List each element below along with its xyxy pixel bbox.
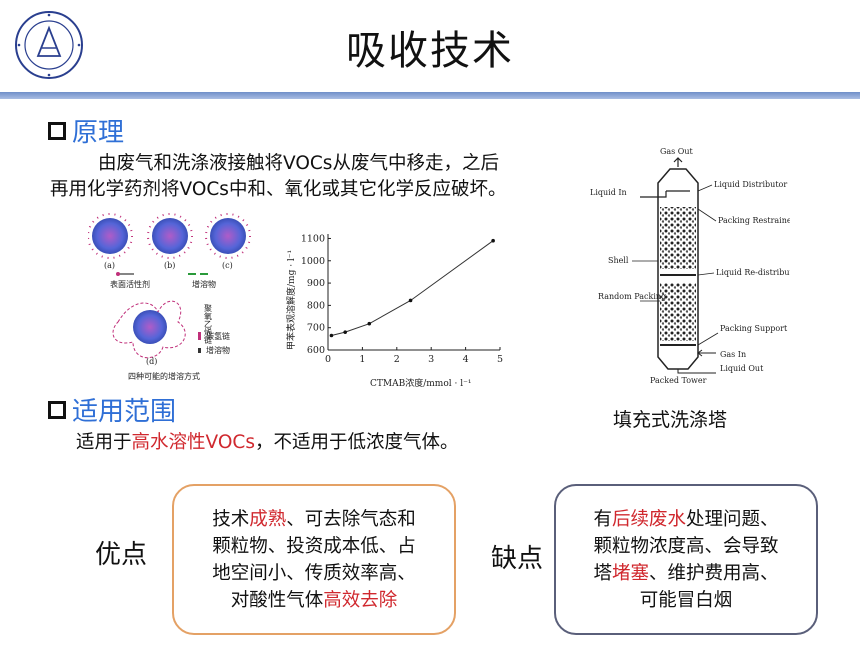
data-point [367, 321, 372, 326]
y-tick-label: 700 [307, 323, 325, 334]
pros-line-2: 颗粒物、投资成本低、占 [212, 535, 416, 557]
hydrocarbon-label: 碳氢链 [206, 331, 230, 341]
data-point [329, 333, 334, 338]
shell-label: Shell [608, 256, 629, 265]
label-c: (c) [222, 261, 233, 270]
cons-line-2: 颗粒物浓度高、会导致 [593, 535, 779, 557]
pros-line-4: 对酸性气体高效去除 [230, 589, 398, 611]
pros-label: 优点 [95, 540, 148, 570]
solubility-line-chart: 0 1 2 3 4 5 600 700 800 900 1000 1100 CTMAB浓度/mmol … [285, 233, 503, 389]
y-tick-label: 600 [307, 345, 325, 356]
pros-line-1: 技术成熟、可去除气态和 [212, 508, 416, 530]
micelle-d [112, 300, 186, 359]
surfactant-label: 表面活性剂 [110, 279, 150, 289]
solubilizate-label: 增溶物 [192, 279, 216, 289]
y-tick-label: 1100 [301, 233, 325, 244]
data-point [343, 330, 347, 334]
cons-card: 有后续废水处理问题、 颗粒物浓度高、会导致 塔堵塞、维护费用高、 可能冒白烟 [554, 484, 818, 635]
solubilizate2-label: 增溶物 [206, 345, 230, 355]
scope-highlight: 高水溶性VOCs [131, 432, 255, 453]
section-principle-heading: 原理 [48, 112, 124, 149]
label-d: (d) [146, 357, 157, 366]
page-title: 吸收技术 [346, 28, 514, 74]
upper-packing [660, 207, 696, 269]
label-b: (b) [164, 261, 175, 270]
section-scope-heading: 适用范围 [48, 391, 176, 428]
x-tick-label: 0 [325, 354, 331, 365]
micelle-c [205, 213, 251, 259]
chain-label: 聚氧乙烯链 [204, 304, 213, 345]
liquid-redistributor-label: Liquid Re-distributor [716, 268, 790, 277]
title-divider-bar [0, 92, 860, 99]
y-tick-label: 800 [307, 300, 325, 311]
packed-tower-label: Packed Tower [650, 376, 707, 385]
packed-tower-diagram: Gas Out Liquid In Liquid Distributor Pac… [590, 147, 790, 385]
principle-heading-text: 原理 [72, 118, 125, 148]
principle-line-2: 再用化学药剂将VOCs中和、氧化或其它化学反应破坏。 [50, 179, 507, 200]
principle-line-1: 由废气和洗涤液接触将VOCs从废气中移走，之后 [98, 153, 499, 174]
lower-packing [660, 283, 696, 341]
series-points [329, 238, 495, 338]
gas-in-label: Gas In [720, 350, 746, 359]
scope-text: 适用于高水溶性VOCs，不适用于低浓度气体。 [76, 428, 458, 454]
square-bullet-icon [48, 121, 66, 140]
principle-text: 由废气和洗涤液接触将VOCs从废气中移走，之后 再用化学药剂将VOCs中和、氧化… [50, 151, 570, 203]
series-line [331, 240, 494, 336]
cons-line-1: 有后续废水处理问题、 [593, 508, 779, 530]
gas-out-arrow-icon [673, 157, 683, 167]
packing-restrainer-label: Packing Restrainer [718, 216, 790, 225]
tower-caption: 填充式洗涤塔 [612, 409, 727, 431]
scope-prefix: 适用于 [76, 432, 132, 453]
cons-line-4: 可能冒白烟 [639, 589, 733, 611]
x-tick-label: 5 [497, 354, 503, 365]
micelle-caption: 四种可能的增溶方式 [128, 371, 200, 381]
data-point [491, 238, 495, 243]
y-tick-label: 900 [307, 278, 325, 289]
liquid-in-label: Liquid In [590, 188, 627, 197]
tower-shell [657, 168, 699, 370]
liquid-out-label: Liquid Out [720, 364, 764, 373]
x-tick-label: 1 [359, 354, 365, 365]
label-a: (a) [104, 261, 115, 270]
x-axis-label: CTMAB浓度/mmol · l⁻¹ [370, 377, 471, 389]
micelle-b [147, 213, 193, 259]
packing-support-label: Packing Support [720, 324, 788, 333]
y-tick-label: 1000 [301, 256, 325, 267]
pros-card: 技术成熟、可去除气态和 颗粒物、投资成本低、占 地空间小、传质效率高、 对酸性气… [172, 484, 456, 635]
y-axis-label: 甲苯表观溶解度/mg · l⁻¹ [285, 250, 297, 350]
liquid-distributor-label: Liquid Distributor [714, 180, 787, 189]
data-point [408, 298, 413, 303]
cons-line-3: 塔堵塞、维护费用高、 [593, 562, 779, 584]
chart-ticks: 0 1 2 3 4 5 600 700 800 900 1000 1100 [301, 233, 503, 365]
chart-axes [327, 234, 500, 351]
random-packing-label: Random Packing [598, 292, 666, 301]
university-logo [15, 11, 83, 79]
pros-line-3: 地空间小、传质效率高、 [212, 562, 416, 584]
x-tick-label: 3 [428, 354, 434, 365]
micelle-a [88, 213, 133, 259]
scope-heading-text: 适用范围 [72, 397, 177, 427]
x-tick-label: 4 [463, 354, 469, 365]
x-tick-label: 2 [394, 354, 400, 365]
square-bullet-icon [48, 400, 66, 419]
gas-out-label: Gas Out [660, 147, 694, 156]
micelle-solubilization-figure: (a) (b) (c) 表面活性剂 增溶物 (d) 聚氧乙烯链 碳氢链 增溶物 … [88, 213, 251, 381]
cons-label: 缺点 [491, 544, 544, 574]
scope-suffix: ，不适用于低浓度气体。 [254, 432, 459, 453]
